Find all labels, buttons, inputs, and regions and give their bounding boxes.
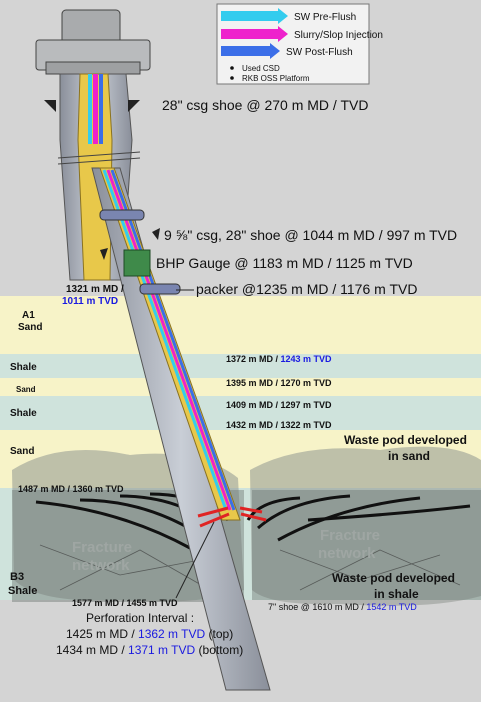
label-fracture-left-1: Fracture <box>72 539 132 556</box>
centralizer-1044 <box>99 209 145 221</box>
layer-label-sand-3: Sand <box>10 446 34 457</box>
label-fracture-left-2: network <box>72 557 130 574</box>
wellhead <box>35 9 151 75</box>
shoe28-marker-left <box>44 100 56 112</box>
label-csg958: 9 ⅝" csg, 28" shoe @ 1044 m MD / 997 m T… <box>164 227 457 243</box>
layer-label-b3-shale: Shale <box>8 585 37 597</box>
tubing-cyan <box>102 169 228 511</box>
fracture-net-thin <box>39 544 461 591</box>
legend-arrow-blue <box>221 43 280 59</box>
label-1487: 1487 m MD / 1360 m TVD <box>18 484 124 494</box>
layer-label-shale-1: Shale <box>10 362 37 373</box>
perforation-jets <box>197 506 267 528</box>
legend-bullet-used-csd: Used CSD <box>242 64 280 73</box>
layer-label-shale-2: Shale <box>10 408 37 419</box>
break-line-2 <box>57 157 141 165</box>
shoe958-marker-right <box>152 228 160 240</box>
label-1321-tvd: 1011 m TVD <box>62 296 118 307</box>
label-waste-sand-2: in sand <box>388 449 430 463</box>
layer-label-sand-2: Sand <box>16 385 36 394</box>
tubing-upper-blue <box>99 74 103 144</box>
shoe28-marker-right <box>128 100 140 112</box>
legend-bullet-2 <box>230 76 234 80</box>
label-1321-md: 1321 m MD / <box>66 284 124 295</box>
label-1577: 1577 m MD / 1455 m TVD <box>72 598 178 608</box>
tubing-upper-cyan <box>88 74 92 144</box>
legend-label-postflush: SW Post-Flush <box>286 47 353 58</box>
legend-arrow-magenta <box>221 26 288 42</box>
label-perf-bottom: 1434 m MD / 1371 m TVD (bottom) <box>56 643 243 657</box>
layer-label-a1-sand: Sand <box>18 322 42 333</box>
label-fracture-right-2: network <box>318 545 376 562</box>
legend-bullet-1 <box>230 66 234 70</box>
waste-pod-right <box>250 446 481 606</box>
label-bhp-gauge: BHP Gauge @ 1183 m MD / 1125 m TVD <box>156 255 413 271</box>
legend-label-preflush: SW Pre-Flush <box>294 12 356 23</box>
tubing-upper-magenta <box>93 74 98 144</box>
label-7in-shoe: 7" shoe @ 1610 m MD / 1542 m TVD <box>268 602 417 612</box>
shoe958-marker-left <box>100 248 108 260</box>
packer-1235 <box>139 283 181 295</box>
tubing-blue <box>110 169 236 511</box>
layer-sand-2 <box>0 378 481 396</box>
legend-arrow-cyan <box>221 8 288 24</box>
layer-label-b3: B3 <box>10 571 24 583</box>
legend-bullet-rkb: RKB OSS Platform <box>242 74 310 83</box>
layer-label-a1: A1 <box>22 310 35 321</box>
legend-label-slurry: Slurry/Slop Injection <box>294 30 383 41</box>
label-1432: 1432 m MD / 1322 m TVD <box>226 420 332 430</box>
layer-shale-2 <box>0 396 481 430</box>
label-waste-sand-1: Waste pod developed <box>344 433 467 447</box>
break-line-1 <box>57 151 141 159</box>
label-packer: packer @1235 m MD / 1176 m TVD <box>196 281 417 297</box>
label-waste-shale-2: in shale <box>374 587 419 601</box>
bhp-gauge <box>123 249 151 277</box>
label-1372: 1372 m MD / 1243 m TVD <box>226 354 332 364</box>
perf-leader <box>175 521 215 599</box>
label-fracture-right-1: Fracture <box>320 527 380 544</box>
label-1409: 1409 m MD / 1297 m TVD <box>226 400 332 410</box>
label-shoe28: 28" csg shoe @ 270 m MD / TVD <box>162 97 368 113</box>
label-waste-shale-1: Waste pod developed <box>332 571 455 585</box>
label-1395: 1395 m MD / 1270 m TVD <box>226 378 332 388</box>
label-perf-top: 1425 m MD / 1362 m TVD (top) <box>66 627 233 641</box>
label-perf-title: Perforation Interval : <box>86 611 194 625</box>
tubing-magenta <box>106 169 232 511</box>
layer-a1-sand <box>0 296 481 354</box>
layer-shale-1 <box>0 354 481 378</box>
